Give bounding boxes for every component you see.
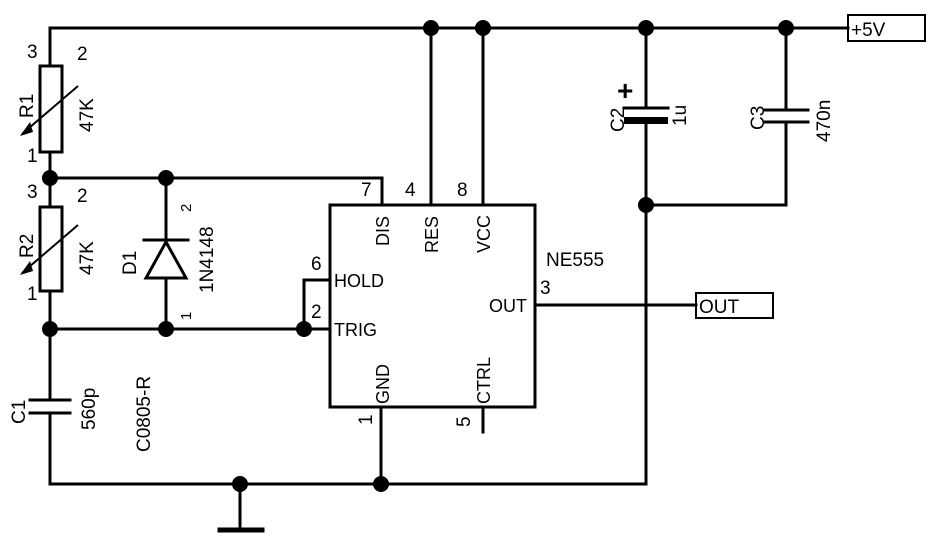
c1-ref: C1 (9, 400, 30, 424)
c2-value: 1u (670, 105, 691, 126)
junction-dot (158, 321, 174, 337)
c3-value: 470n (814, 100, 835, 142)
r1-trim-arrow-head (20, 122, 33, 136)
d1-value: 1N4148 (197, 226, 218, 293)
r1-value: 47K (77, 98, 98, 132)
junction-dot (158, 170, 174, 186)
c2-plate-negative (624, 117, 668, 124)
r2-body (38, 205, 64, 293)
c1-footprint: C0805-R (134, 376, 155, 452)
c1-value: 560p (79, 388, 100, 430)
pin-vcc-num: 8 (457, 180, 468, 201)
r1-pin-bottom: 1 (27, 146, 38, 167)
r1-body (38, 64, 64, 154)
r2-pin-top: 3 (27, 182, 38, 203)
pin-ctrl-name: CTRL (474, 357, 494, 404)
pin-trig-name: TRIG (334, 320, 377, 340)
capacitor-c2: + C2 1u (608, 75, 691, 132)
port-output: OUT (695, 292, 774, 319)
r2-trim-arrow (21, 224, 79, 274)
r2-pin-wiper: 2 (77, 186, 88, 207)
r1-trim-arrow (21, 85, 79, 135)
pin-res-num: 4 (405, 180, 416, 201)
junctions (42, 20, 794, 492)
r1-pin-top: 3 (27, 42, 38, 63)
c2-ref: C2 (608, 108, 629, 132)
pin-dis-name: DIS (373, 216, 393, 246)
c3-ref: C3 (748, 106, 769, 130)
supply-label: +5V (851, 20, 886, 41)
pin-res-name: RES (422, 216, 442, 253)
resistor-r1: 3 1 2 R1 47K (17, 42, 98, 167)
port-supply: +5V (847, 14, 926, 42)
c2-polarity: + (617, 75, 633, 106)
junction-dot (232, 476, 248, 492)
c3-wire-bottom (644, 120, 788, 207)
r2-trim-arrow-head (20, 261, 33, 275)
ic-label: NE555 (546, 250, 604, 271)
junction-dot (475, 20, 491, 36)
r2-value: 47K (77, 241, 98, 275)
pin-dis-num: 7 (361, 180, 372, 201)
junction-dot (638, 20, 654, 36)
output-label: OUT (699, 297, 740, 318)
supply-port-box (847, 14, 926, 42)
junction-dot (778, 20, 794, 36)
junction-dot (42, 321, 58, 337)
d1-pin-a: 2 (178, 204, 195, 212)
junction-dot (638, 197, 654, 213)
dis-net-wire (48, 176, 384, 207)
junction-dot (42, 170, 58, 186)
r1-ref: R1 (17, 94, 38, 118)
d1-triangle (143, 238, 189, 280)
d1-ref: D1 (120, 251, 141, 275)
pin-hold-num: 6 (311, 254, 322, 275)
hold-link-wire (302, 278, 332, 331)
d1-pin-b: 1 (178, 312, 195, 320)
junction-dot (423, 20, 439, 36)
ic-body (328, 203, 537, 409)
r1-pin-wiper: 2 (77, 44, 88, 65)
output-port-box (695, 292, 774, 319)
resistor-r2: 3 1 2 R2 47K (17, 182, 98, 305)
r2-ref: R2 (17, 234, 38, 258)
r2-pin-bottom: 1 (27, 284, 38, 305)
pin-gnd-num: 1 (356, 414, 377, 425)
pin-trig-num: 2 (311, 302, 322, 323)
pin-hold-name: HOLD (334, 271, 384, 291)
pin-out-num: 3 (540, 278, 551, 299)
pin-out-name: OUT (489, 296, 527, 316)
pin-ctrl-num: 5 (454, 416, 475, 427)
capacitor-c1: C1 560p C0805-R (9, 376, 155, 452)
capacitor-c3: C3 470n (748, 100, 835, 142)
junction-dot (296, 321, 312, 337)
pin-gnd-name: GND (373, 364, 393, 404)
ic-ne555: NE555 DIS 7 RES 4 VCC 8 HOLD 6 TRIG 2 OU… (311, 180, 604, 427)
junction-dot (373, 476, 389, 492)
diode-d1: D1 1N4148 2 1 (120, 204, 218, 320)
pin-vcc-name: VCC (474, 215, 494, 253)
